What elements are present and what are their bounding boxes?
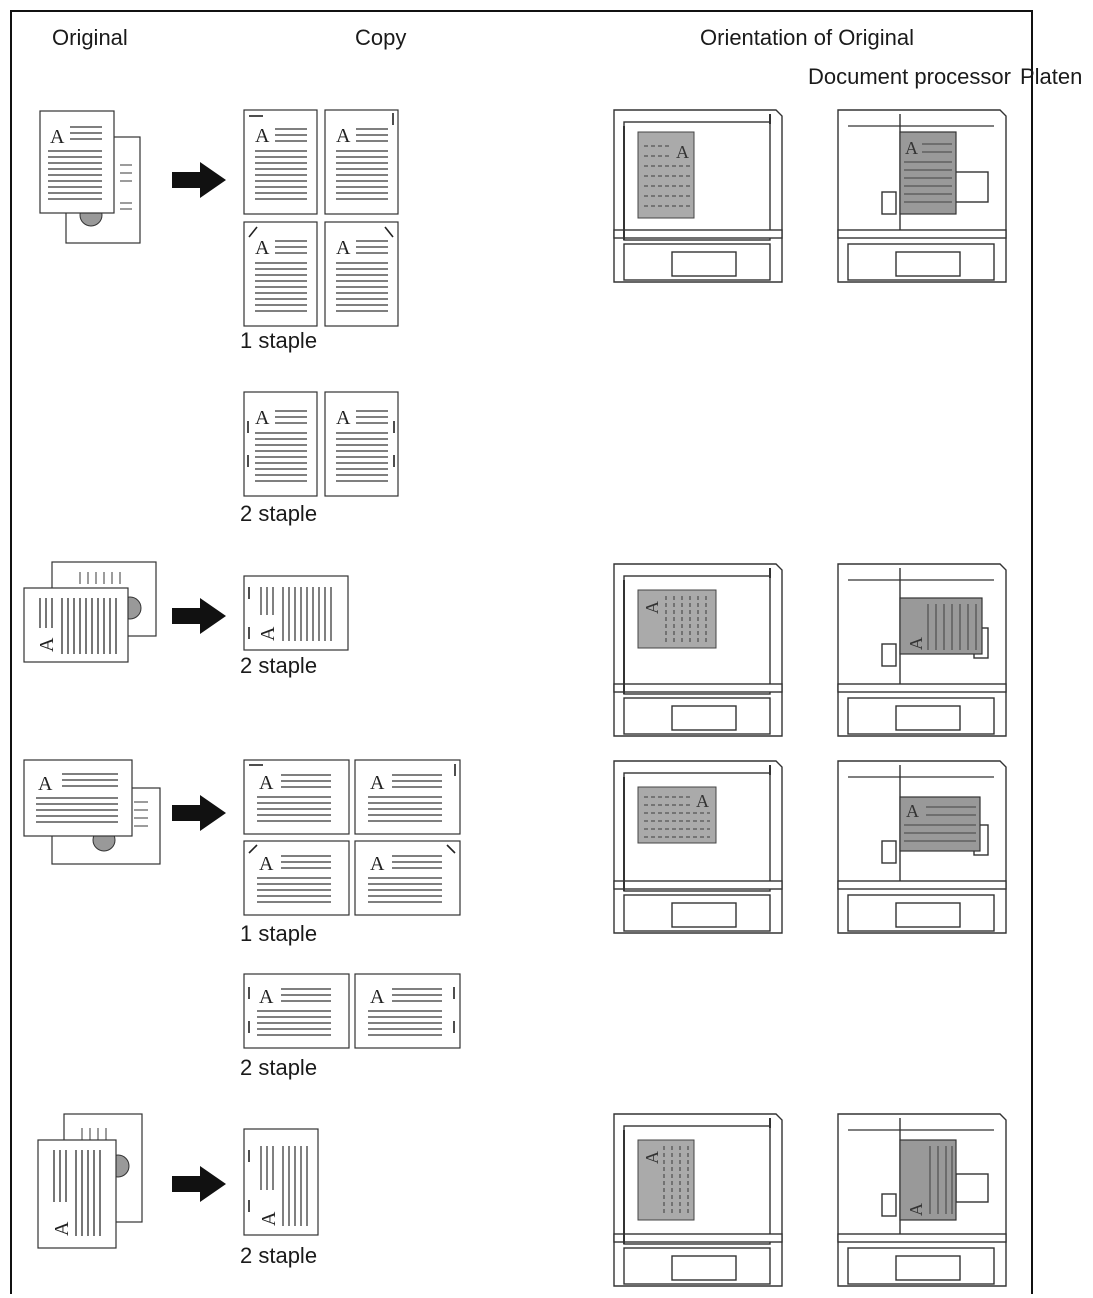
copy-landscape-one-staple-icon: A A A A bbox=[243, 759, 461, 916]
original-portrait-icon: A bbox=[39, 110, 141, 244]
svg-text:A: A bbox=[676, 142, 689, 162]
copy-rotated-two-staple-icon: A bbox=[243, 575, 349, 651]
header-platen: Platen bbox=[1020, 64, 1083, 89]
svg-text:A: A bbox=[51, 1221, 73, 1236]
svg-text:A: A bbox=[259, 772, 274, 794]
svg-text:A: A bbox=[905, 138, 918, 158]
header-original: Original bbox=[52, 25, 128, 50]
header-copy: Copy bbox=[355, 25, 407, 50]
original-rotated-portrait-icon: A bbox=[23, 561, 157, 663]
caption-row1-two-staple: 2 staple bbox=[240, 501, 318, 526]
svg-text:A: A bbox=[38, 773, 53, 795]
svg-text:A: A bbox=[255, 407, 270, 429]
platen-rotated-landscape-icon: A bbox=[837, 1113, 1007, 1287]
svg-text:A: A bbox=[336, 125, 351, 147]
svg-text:A: A bbox=[259, 986, 274, 1008]
header-document-processor: Document processor bbox=[808, 64, 1011, 89]
svg-text:A: A bbox=[906, 1203, 926, 1216]
svg-text:A: A bbox=[906, 637, 926, 650]
svg-text:A: A bbox=[642, 601, 662, 614]
svg-text:A: A bbox=[259, 853, 274, 875]
arrow-right-icon bbox=[172, 598, 226, 634]
document-processor-landscape-icon: A bbox=[613, 760, 783, 934]
caption-row3-two-staple: 2 staple bbox=[240, 1055, 318, 1080]
svg-text:A: A bbox=[258, 1211, 280, 1226]
copy-rotated-landscape-two-staple-icon: A bbox=[243, 1128, 319, 1236]
svg-text:A: A bbox=[642, 1151, 662, 1164]
svg-text:A: A bbox=[696, 791, 709, 811]
arrow-right-icon bbox=[172, 162, 226, 198]
original-rotated-landscape-icon: A bbox=[37, 1113, 143, 1249]
svg-text:A: A bbox=[370, 853, 385, 875]
svg-text:A: A bbox=[36, 637, 58, 652]
document-processor-rotated-icon: A bbox=[613, 563, 783, 737]
svg-text:A: A bbox=[336, 407, 351, 429]
svg-text:A: A bbox=[336, 237, 351, 259]
svg-text:A: A bbox=[257, 626, 279, 641]
svg-text:A: A bbox=[906, 801, 919, 821]
svg-text:A: A bbox=[370, 986, 385, 1008]
header-orientation: Orientation of Original bbox=[700, 25, 914, 50]
platen-portrait-icon: A bbox=[837, 109, 1007, 283]
diagram-frame bbox=[10, 10, 1033, 1294]
platen-landscape-icon: A bbox=[837, 760, 1007, 934]
svg-text:A: A bbox=[255, 125, 270, 147]
caption-row2-two-staple: 2 staple bbox=[240, 653, 318, 678]
svg-text:A: A bbox=[255, 237, 270, 259]
svg-text:A: A bbox=[370, 772, 385, 794]
platen-rotated-icon: A bbox=[837, 563, 1007, 737]
caption-row1-one-staple: 1 staple bbox=[240, 328, 318, 353]
letter-a-glyph: A bbox=[50, 126, 65, 148]
original-landscape-icon: A bbox=[23, 759, 161, 865]
arrow-right-icon bbox=[172, 795, 226, 831]
arrow-right-icon bbox=[172, 1166, 226, 1202]
caption-row3-one-staple: 1 staple bbox=[240, 921, 318, 946]
document-processor-rotated-landscape-icon: A bbox=[613, 1113, 783, 1287]
document-processor-portrait-icon: A bbox=[613, 109, 783, 283]
copy-portrait-one-staple-icon: A A A A bbox=[243, 109, 399, 327]
caption-row4-two-staple: 2 staple bbox=[240, 1243, 318, 1268]
